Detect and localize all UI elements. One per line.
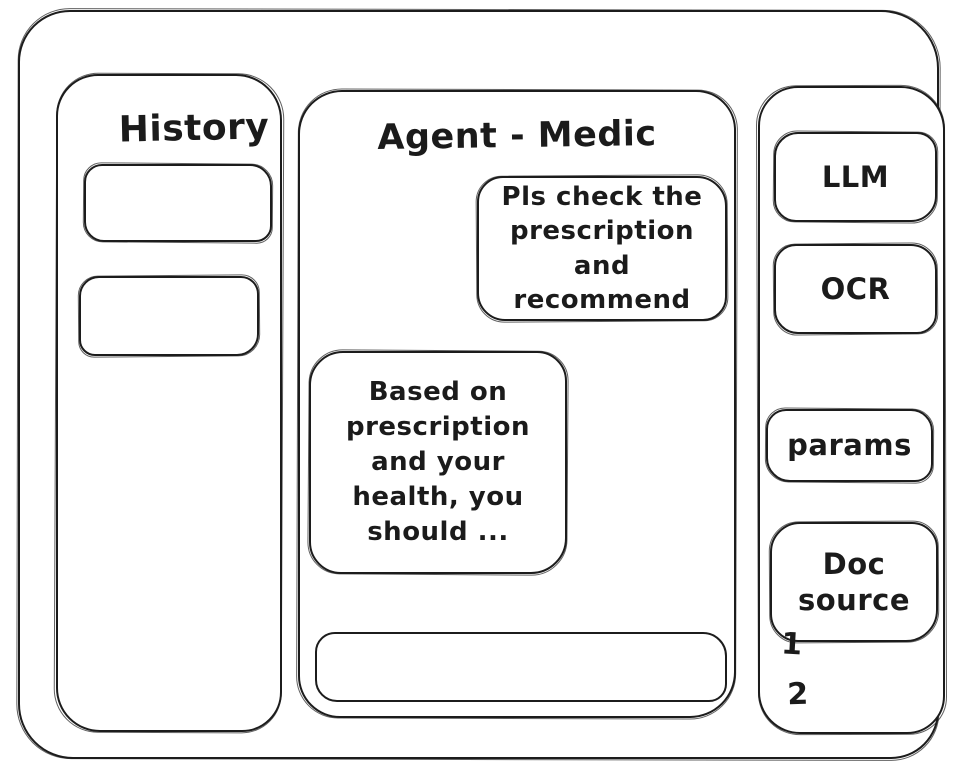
doc-source-button[interactable]: Doc source — [770, 522, 938, 642]
history-item[interactable] — [79, 276, 259, 356]
message-input[interactable] — [315, 632, 727, 702]
history-item[interactable] — [84, 164, 272, 242]
page-title: Agent - Medic — [377, 114, 657, 158]
llm-button[interactable]: LLM — [774, 132, 937, 222]
tools-panel: LLM OCR params Doc source 1 2 — [758, 86, 945, 734]
app-frame: History Agent - Medic Pls check the pres… — [18, 10, 945, 759]
doc-source-item[interactable]: 1 — [780, 625, 804, 663]
history-title: History — [118, 105, 270, 151]
doc-source-item[interactable]: 2 — [786, 676, 810, 712]
chat-panel: Agent - Medic Pls check the prescription… — [298, 90, 736, 718]
agent-message-bubble: Based on prescription and your health, y… — [309, 351, 567, 574]
user-message-bubble: Pls check the prescription and recommend — [477, 176, 727, 321]
ocr-button[interactable]: OCR — [774, 244, 937, 334]
history-panel: History — [56, 74, 282, 732]
params-button[interactable]: params — [766, 409, 933, 482]
